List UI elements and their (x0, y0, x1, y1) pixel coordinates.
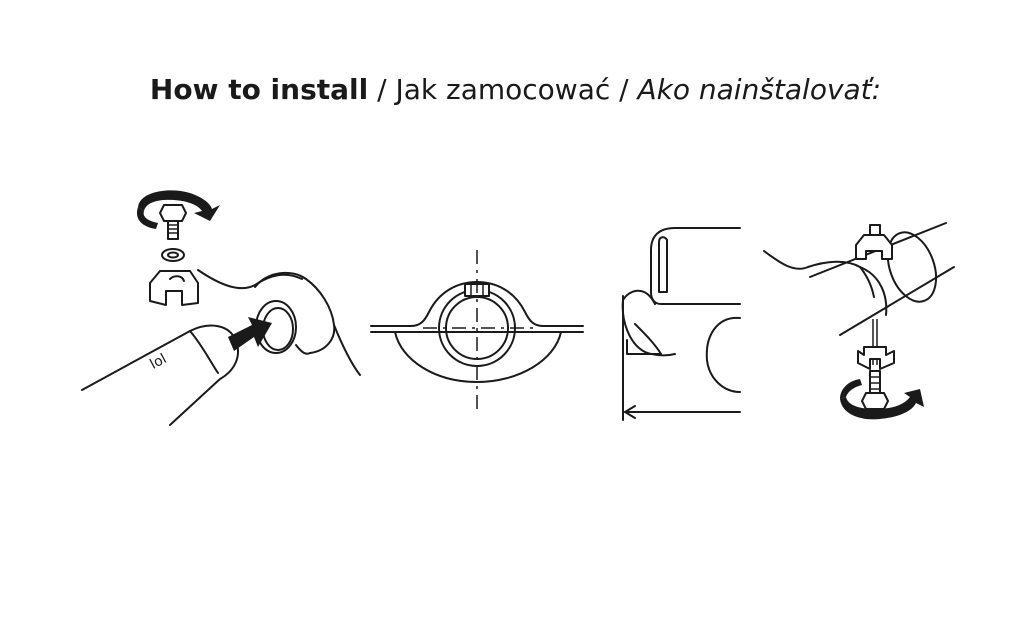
push-arrow-icon (228, 317, 272, 351)
rotate-arrow-icon (136, 190, 220, 229)
top-clamp-icon (855, 224, 893, 260)
title-english: How to install (149, 73, 369, 106)
title-slovak: Ako nainštalovať: (637, 73, 882, 106)
tube: lol (81, 324, 239, 426)
step-4-clamp-tighten (760, 215, 960, 430)
clip-icon (149, 270, 199, 306)
cross-section-illustration (370, 250, 584, 410)
washer-icon (161, 248, 185, 262)
bolt-icon (159, 204, 187, 240)
step-3-side-profile (615, 220, 750, 425)
side-profile-illustration (621, 227, 741, 421)
bottom-clamp-icon (857, 346, 895, 370)
tube-insert-illustration: lol (81, 190, 361, 426)
title-polish: Jak zamocować (395, 73, 611, 106)
clamp-tighten-illustration (763, 222, 955, 420)
svg-text:lol: lol (147, 351, 169, 373)
step-1-insert-tube: lol (70, 175, 370, 435)
step-2-cross-section (365, 240, 590, 415)
bolt-icon (861, 370, 889, 410)
title-separator: / (610, 73, 638, 106)
rotate-arrow-icon (840, 379, 924, 420)
title-separator: / (368, 73, 396, 106)
page-title: How to install / Jak zamocować / Ako nai… (0, 70, 1031, 110)
